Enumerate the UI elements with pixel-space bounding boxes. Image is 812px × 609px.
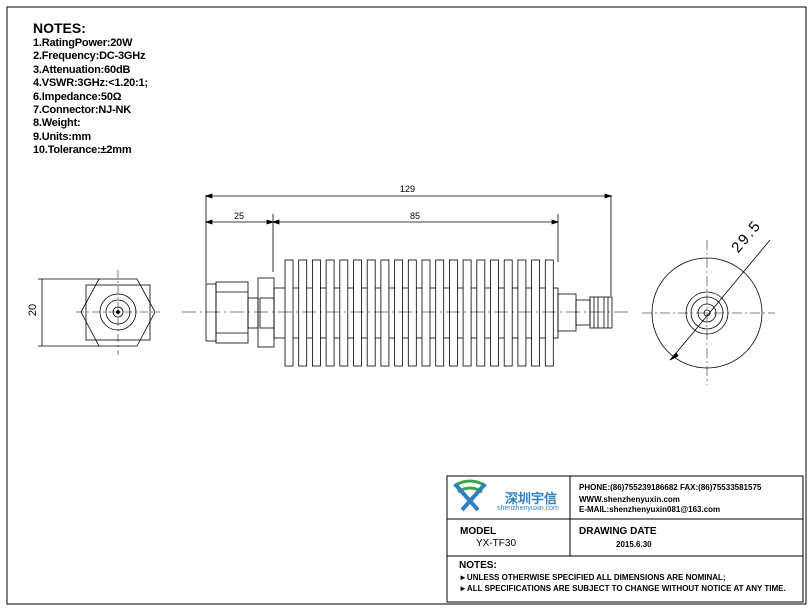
model-value: YX-TF30 [476,538,517,549]
company-logo [453,479,487,512]
drawing-date-label: DRAWING DATE [579,526,657,537]
cooling-fin [503,259,513,367]
cooling-fin [531,259,540,367]
note-item: 8.Weight: [33,117,81,130]
cooling-fin [544,259,554,367]
dim-overall-length: 129 [400,184,416,194]
cooling-fin [435,259,445,367]
cooling-fin [325,259,335,367]
logo-url-text: shenzhenyuxin.com [497,505,559,512]
cooling-fin [462,259,472,367]
cooling-fin [339,259,349,367]
bottom-note-2: ►ALL SPECIFICATIONS ARE SUBJECT TO CHANG… [459,584,786,593]
note-item: 4.VSWR:3GHz:<1.20:1; [33,77,148,90]
note-item: 1.RatingPower:20W [33,37,133,49]
bottom-notes-label: NOTES: [459,560,497,571]
title-block [446,475,804,603]
cooling-fin [353,259,362,367]
drawing-date-value: 2015.6.30 [616,540,652,549]
dim-hex-height: 20 [27,303,40,317]
dim-connector-length: 25 [234,211,245,221]
cooling-fin [380,259,390,367]
note-item: 2.Frequency:DC-3GHz [33,50,146,63]
note-item: 7.Connector:NJ-NK [33,104,132,116]
note-item: 9.Units:mm [33,130,91,143]
cooling-fin [407,259,417,367]
cooling-fin [490,259,499,367]
cooling-fin [284,259,294,367]
cooling-fin [476,259,486,367]
cooling-fin [298,259,308,367]
dim-body-length: 85 [410,211,421,221]
model-label: MODEL [460,526,497,537]
cooling-fin [448,259,458,367]
bottom-note-1: ►UNLESS OTHERWISE SPECIFIED ALL DIMENSIO… [459,573,726,582]
cooling-fin [517,259,527,367]
hex-end-view [38,270,160,355]
cooling-fin [394,259,404,367]
note-item: 10.Tolerance:±2mm [33,144,132,157]
email: E-MAIL:shenzhenyuxin081@163.com [579,505,721,514]
notes-title: NOTES: [33,20,86,36]
cooling-fin [421,259,431,367]
sheet-border [6,6,807,605]
note-item: 3.Attenuation:60dB [33,63,131,76]
attenuator-side-view [182,193,628,367]
cooling-fin [366,259,376,367]
logo-cn-text: 深圳宇信 [505,491,558,506]
website: WWW.shenzhenyuxin.com [579,495,680,504]
note-item: 6.Impedance:50Ω [33,90,122,103]
cooling-fin [311,259,321,367]
phone-fax: PHONE:(86)755239186682 FAX:(86)755335815… [579,483,762,492]
round-end-view [642,239,775,385]
